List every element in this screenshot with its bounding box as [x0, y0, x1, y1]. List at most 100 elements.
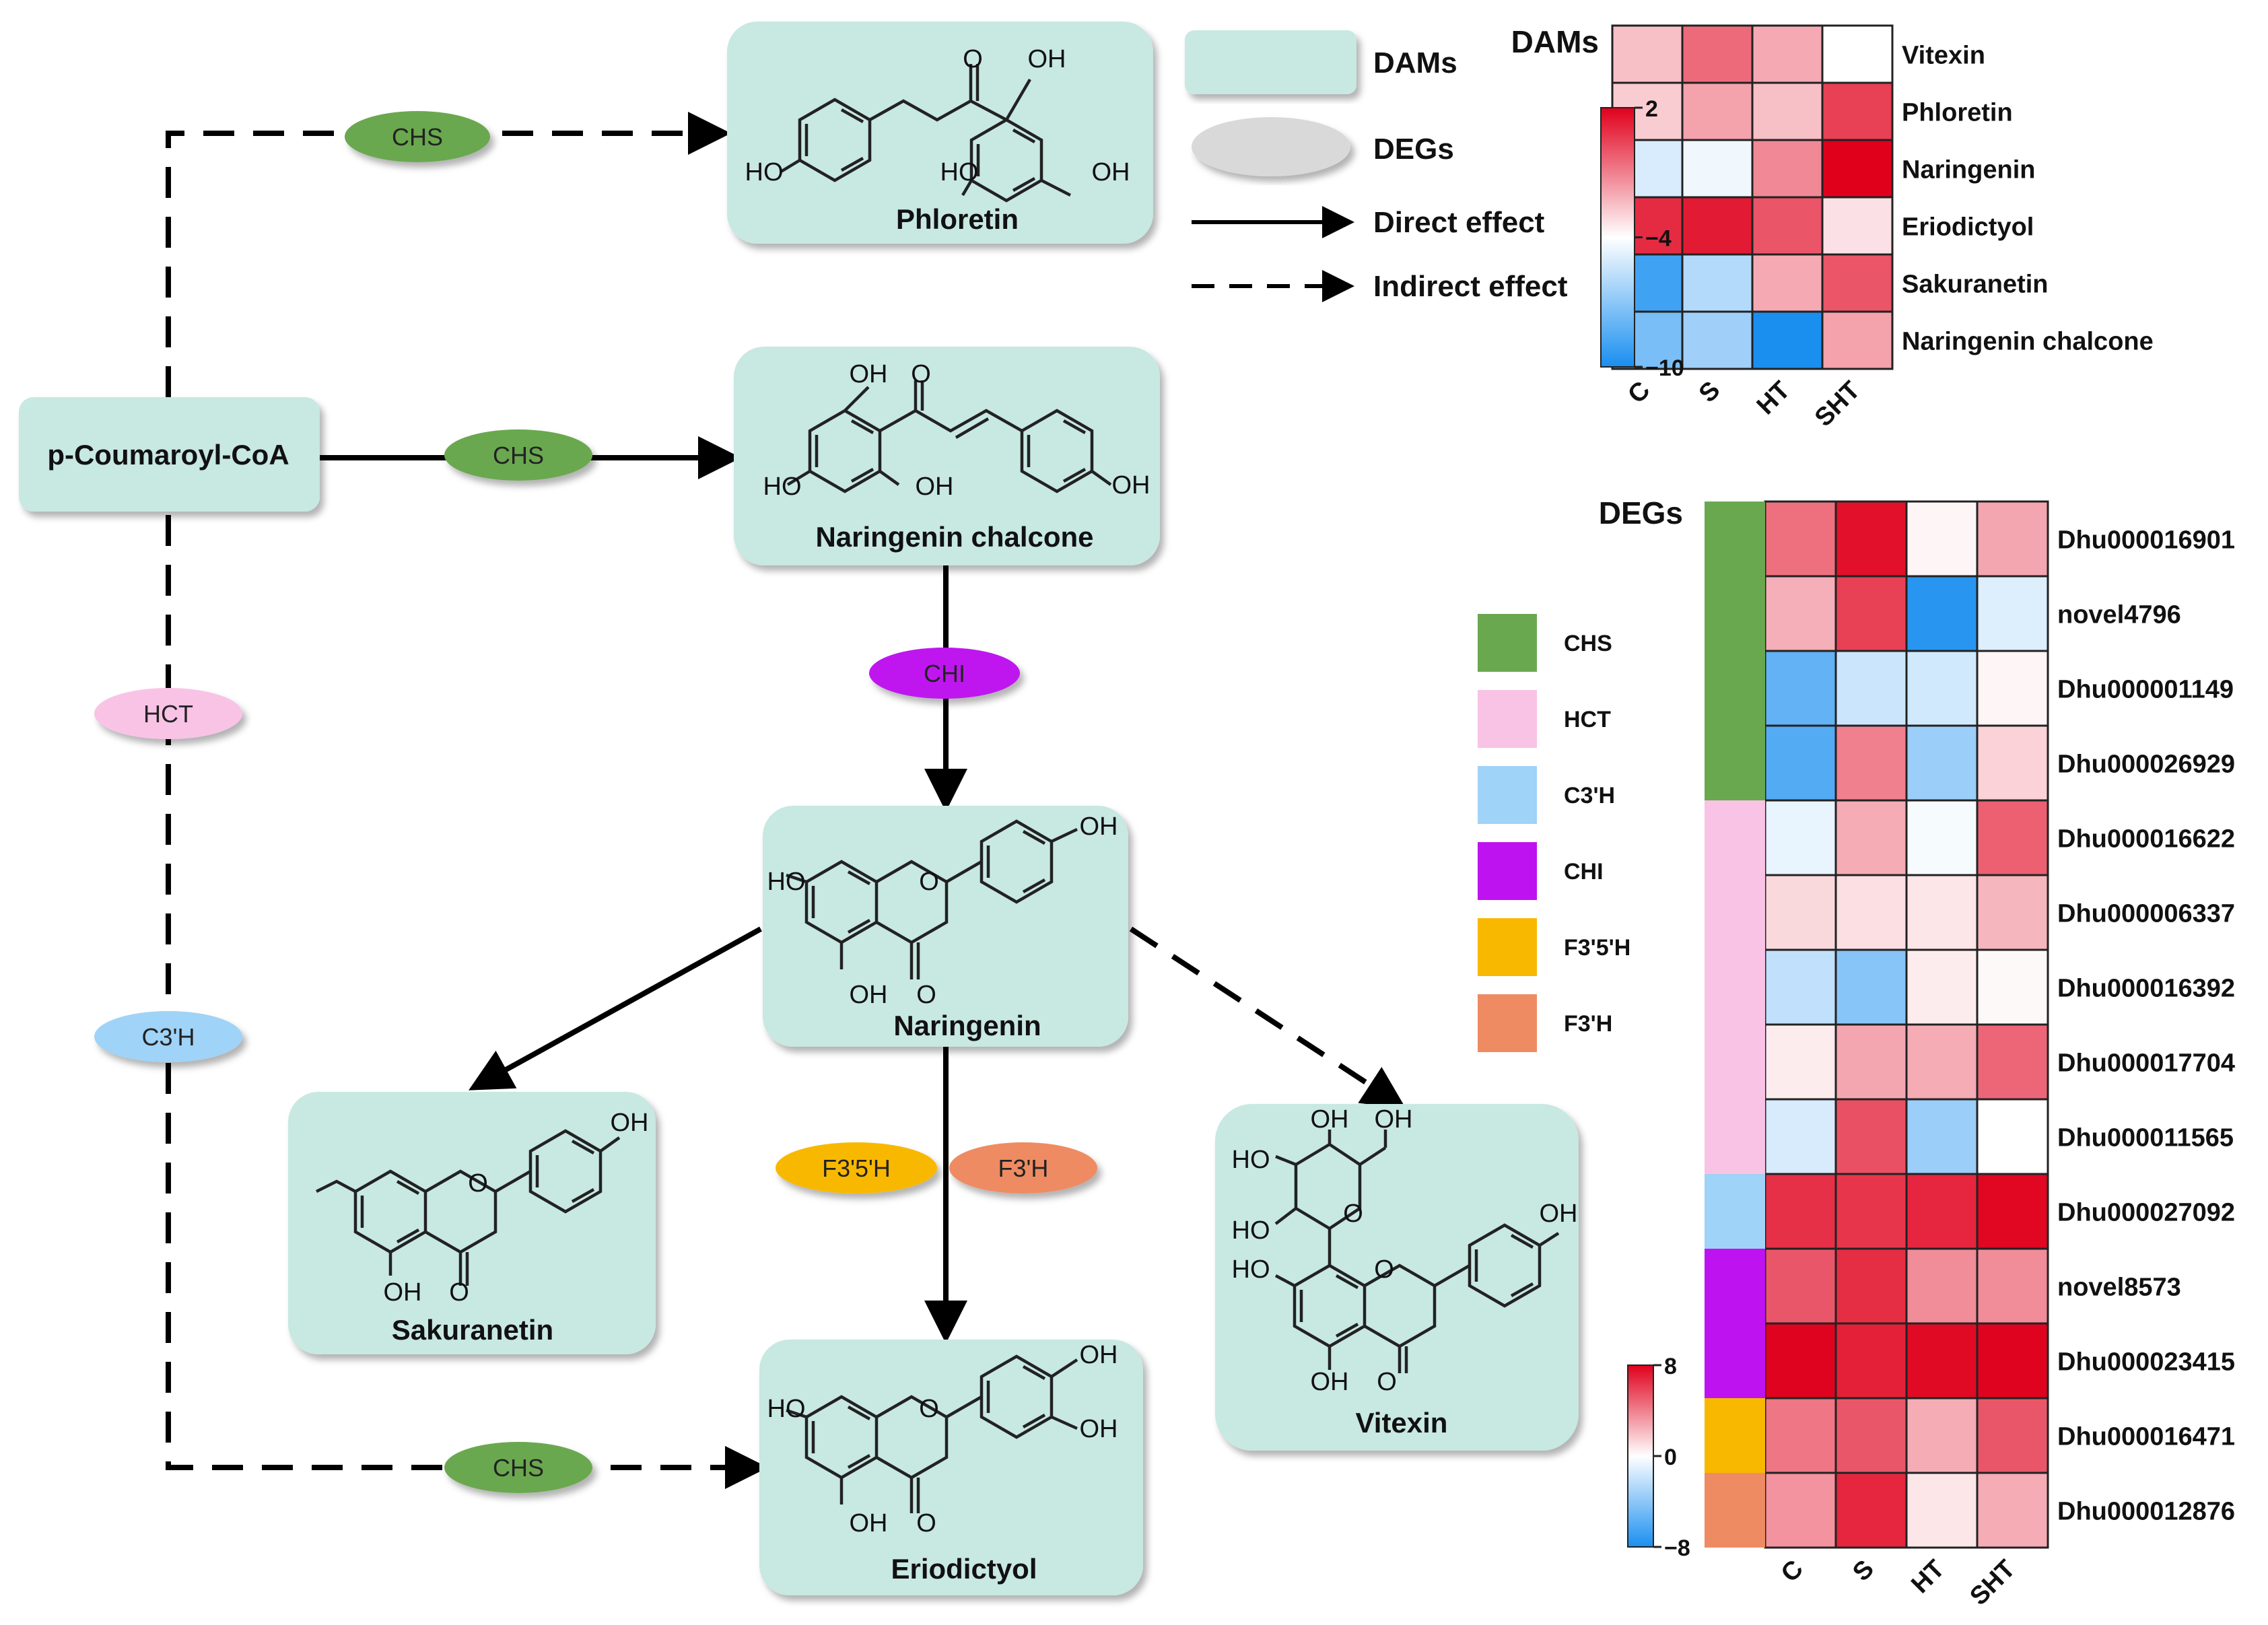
heatmap-row-label: novel4796 — [2057, 601, 2181, 629]
chs-ellipse-bottom — [444, 1442, 592, 1493]
atom-label: O — [1343, 1200, 1363, 1228]
heatmap-cell — [1905, 1322, 1979, 1399]
atom-label: O — [1374, 1255, 1394, 1284]
heatmap-cell — [1834, 948, 1908, 1026]
heatmap-cell — [1834, 1472, 1908, 1549]
group-legend-swatch — [1478, 766, 1537, 824]
heatmap-row-label: Dhu000001149 — [2057, 676, 2234, 704]
heatmap-row-label: Dhu000023415 — [2057, 1348, 2235, 1377]
heatmap-group-bar — [1705, 1473, 1765, 1548]
atom-label: O — [963, 45, 983, 73]
heatmap-cell — [1976, 1098, 2049, 1175]
heatmap-cell — [1821, 253, 1894, 313]
colorbar-tick-label: −4 — [1645, 226, 1672, 252]
heatmap-cell — [1905, 575, 1979, 652]
atom-label: O — [916, 1509, 936, 1537]
heatmap-cell — [1834, 799, 1908, 876]
heatmap-cell — [1834, 575, 1908, 652]
chs-ellipse-middle — [444, 429, 592, 481]
atom-label: HO — [767, 1395, 806, 1423]
atom-label: OH — [1311, 1368, 1349, 1396]
legend-dams-label: DAMs — [1373, 46, 1457, 79]
heatmap-cell — [1834, 874, 1908, 951]
heatmap-cell — [1905, 1247, 1979, 1325]
heatmap-cell — [1976, 724, 2049, 802]
heatmap-cell — [1764, 1173, 1837, 1250]
heatmap-row-label: Dhu000016392 — [2057, 975, 2235, 1003]
vitexin-box — [1215, 1104, 1579, 1451]
heatmap-cell — [1976, 650, 2049, 727]
heatmap-row-label: Dhu000017704 — [2057, 1049, 2235, 1078]
heatmap-cell — [1905, 799, 1979, 876]
atom-label: HO — [767, 868, 806, 896]
chs-label: CHS — [493, 1454, 544, 1482]
c3h-ellipse — [94, 1011, 242, 1062]
heatmap-cell — [1976, 1322, 2049, 1399]
heatmap-title: DEGs — [1599, 495, 1683, 530]
start-box — [19, 397, 320, 512]
atom-label: HO — [1232, 1255, 1270, 1284]
colorbar-tick-label: 8 — [1664, 1354, 1677, 1379]
heatmap-group-bar — [1705, 1249, 1765, 1398]
legend-degs-swatch — [1192, 117, 1350, 176]
heatmap-column-label: SHT — [1810, 376, 1865, 432]
heatmap-row-label: Dhu000012876 — [2057, 1498, 2235, 1526]
atom-label: OH — [1311, 1105, 1349, 1134]
heatmap-cell — [1764, 650, 1837, 727]
heatmap-cell — [1681, 24, 1754, 84]
heatmap-cell — [1976, 948, 2049, 1026]
f3h-label: F3'H — [998, 1154, 1049, 1182]
atom-label: OH — [1375, 1105, 1413, 1134]
heatmap-cell — [1764, 799, 1837, 876]
legend-degs-label: DEGs — [1373, 133, 1454, 166]
naringenin-box — [763, 806, 1128, 1047]
hct-ellipse — [94, 688, 242, 739]
group-legend-swatch — [1478, 690, 1537, 748]
heatmap-cell — [1976, 1023, 2049, 1101]
molecule-structures — [315, 64, 1560, 1513]
heatmap-cell — [1764, 1322, 1837, 1399]
heatmap-group-bar — [1705, 800, 1765, 1174]
heatmap-cell — [1834, 1247, 1908, 1325]
phloretin-box — [727, 22, 1153, 244]
heatmap-cell — [1905, 948, 1979, 1026]
heatmap-cell — [1905, 724, 1979, 802]
atom-label: OH — [850, 981, 888, 1009]
f3h-ellipse — [949, 1142, 1097, 1194]
heatmap-cell — [1905, 650, 1979, 727]
legend: DAMs DEGs Direct effect Indirect effect — [1185, 30, 1568, 303]
atom-label: OH — [1112, 471, 1150, 499]
heatmap-row-label: Dhu000016901 — [2057, 526, 2235, 555]
heatmap-row-label: Naringenin — [1902, 156, 2035, 184]
f35h-ellipse — [776, 1142, 937, 1194]
heatmap-row-label: Sakuranetin — [1902, 271, 2049, 299]
heatmap-cell — [1834, 650, 1908, 727]
group-legend-swatch — [1478, 918, 1537, 976]
heatmap-cell — [1821, 139, 1894, 199]
heatmap-column-label: C — [1622, 376, 1655, 409]
chi-ellipse — [869, 648, 1020, 699]
atom-label: OH — [850, 360, 888, 388]
heatmap-cell — [1976, 1397, 2049, 1474]
heatmap-cell — [1681, 139, 1754, 199]
group-legend-label: F3'H — [1564, 1011, 1612, 1037]
atom-labels: O OH HO HO OH OH O HO OH OH OH HO O OH O… — [384, 45, 1578, 1537]
heatmap-cell — [1976, 575, 2049, 652]
heatmap-column-label: C — [1776, 1555, 1809, 1588]
atom-label: OH — [916, 473, 954, 501]
heatmap-cell — [1905, 500, 1979, 578]
heatmap-row-label: Eriodictyol — [1902, 213, 2034, 242]
atom-label: O — [919, 1395, 939, 1423]
heatmap-cell — [1764, 1023, 1837, 1101]
atom-label: O — [468, 1169, 488, 1198]
sakuranetin-label: Sakuranetin — [392, 1314, 553, 1346]
chs-label: CHS — [392, 123, 443, 151]
heatmap-cell — [1751, 139, 1824, 199]
heatmap-cell — [1976, 500, 2049, 578]
heatmap-row-label: Dhu000016622 — [2057, 825, 2235, 854]
heatmap-column-label: S — [1694, 376, 1726, 409]
heatmap-cell — [1821, 310, 1894, 370]
heatmap-cell — [1764, 575, 1837, 652]
atom-label: OH — [1080, 1415, 1118, 1443]
